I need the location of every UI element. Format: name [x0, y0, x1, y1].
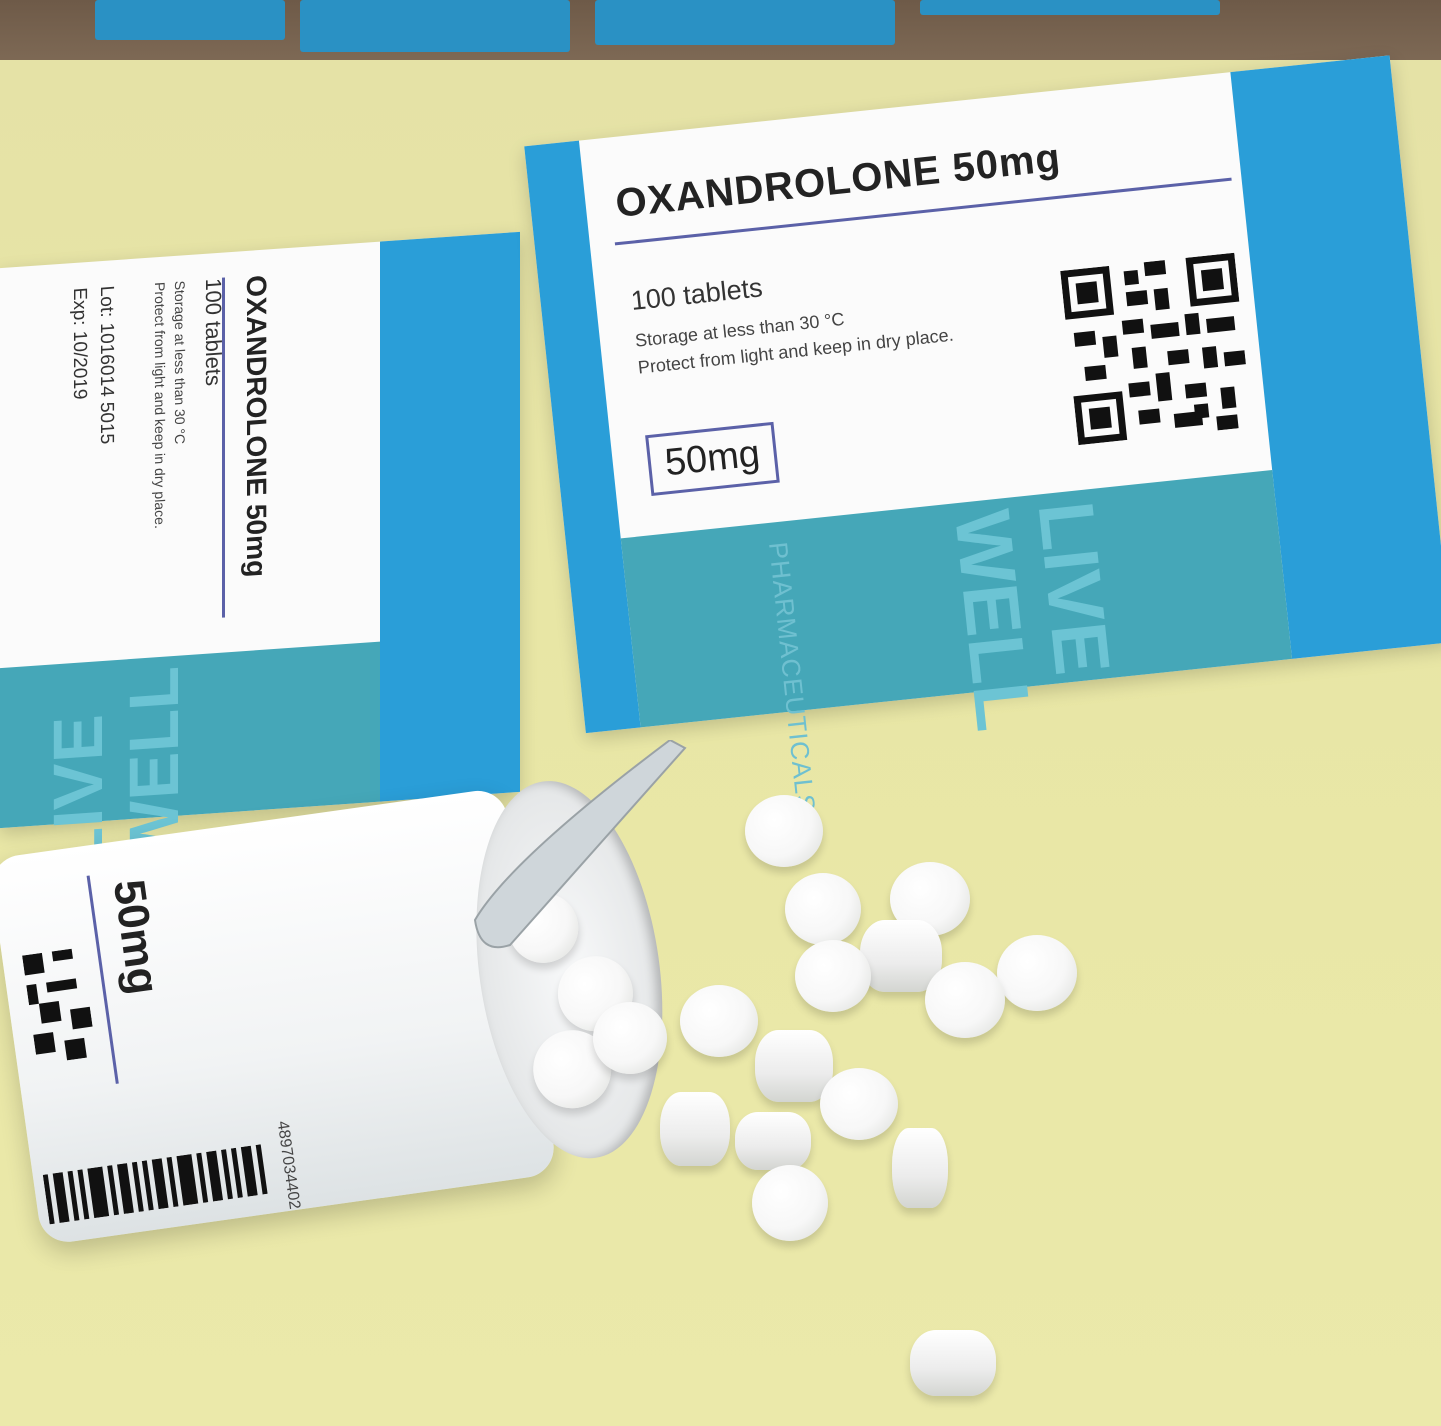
- pill: [925, 962, 1005, 1038]
- pill: [910, 1330, 996, 1396]
- right-box-face: OXANDROLONE 50mg 100 tablets Storage at …: [524, 55, 1441, 814]
- pill: [997, 935, 1077, 1011]
- right-medicine-box: OXANDROLONE 50mg 100 tablets Storage at …: [485, 0, 1441, 814]
- pill: [820, 1068, 898, 1140]
- right-box-dose-badge: 50mg: [645, 421, 780, 496]
- pill: [795, 940, 871, 1012]
- left-box-exp: Exp: 10/2019: [69, 286, 90, 401]
- background-box: [595, 0, 895, 45]
- left-box-blue-stripe: [380, 231, 520, 802]
- left-box-title: OXANDROLONE 50mg: [241, 274, 272, 579]
- background-box: [95, 0, 285, 40]
- left-box-count: 100 tablets: [201, 277, 226, 387]
- pill: [593, 1002, 667, 1074]
- right-box-brand-band: PHARMACEUTICALS LIVE WELL: [620, 469, 1293, 814]
- bottle-label: 50mg: [103, 876, 169, 998]
- pill: [755, 1030, 833, 1102]
- pill: [745, 795, 823, 867]
- background-box: [300, 0, 570, 52]
- barcode-number: 4897034402: [273, 1119, 303, 1211]
- left-box-storage: Storage at less than 30 °C: [172, 280, 188, 445]
- background-box: [920, 0, 1220, 15]
- bottle-body: 50mg 4897034402: [0, 787, 558, 1246]
- foil-seal: [473, 740, 687, 949]
- right-box-title: OXANDROLONE 50mg: [613, 135, 1063, 226]
- pill: [680, 985, 758, 1057]
- pill: [660, 1092, 730, 1166]
- pill: [860, 920, 942, 992]
- pill: [752, 1165, 828, 1241]
- bottle-qr-icon: [22, 948, 93, 1061]
- pill: [892, 1128, 948, 1208]
- qr-code-icon: [1060, 252, 1253, 446]
- pill: [785, 873, 861, 945]
- pill-bottle: 50mg 4897034402: [0, 710, 690, 1276]
- left-box-protect: Protect from light and keep in dry place…: [152, 281, 168, 530]
- right-box-brand: LIVE WELL: [938, 497, 1130, 735]
- right-box-count: 100 tablets: [629, 272, 764, 316]
- barcode-icon: [42, 1144, 268, 1225]
- left-box-lot: Lot: 1016014 5015: [96, 284, 117, 445]
- pill: [735, 1112, 811, 1170]
